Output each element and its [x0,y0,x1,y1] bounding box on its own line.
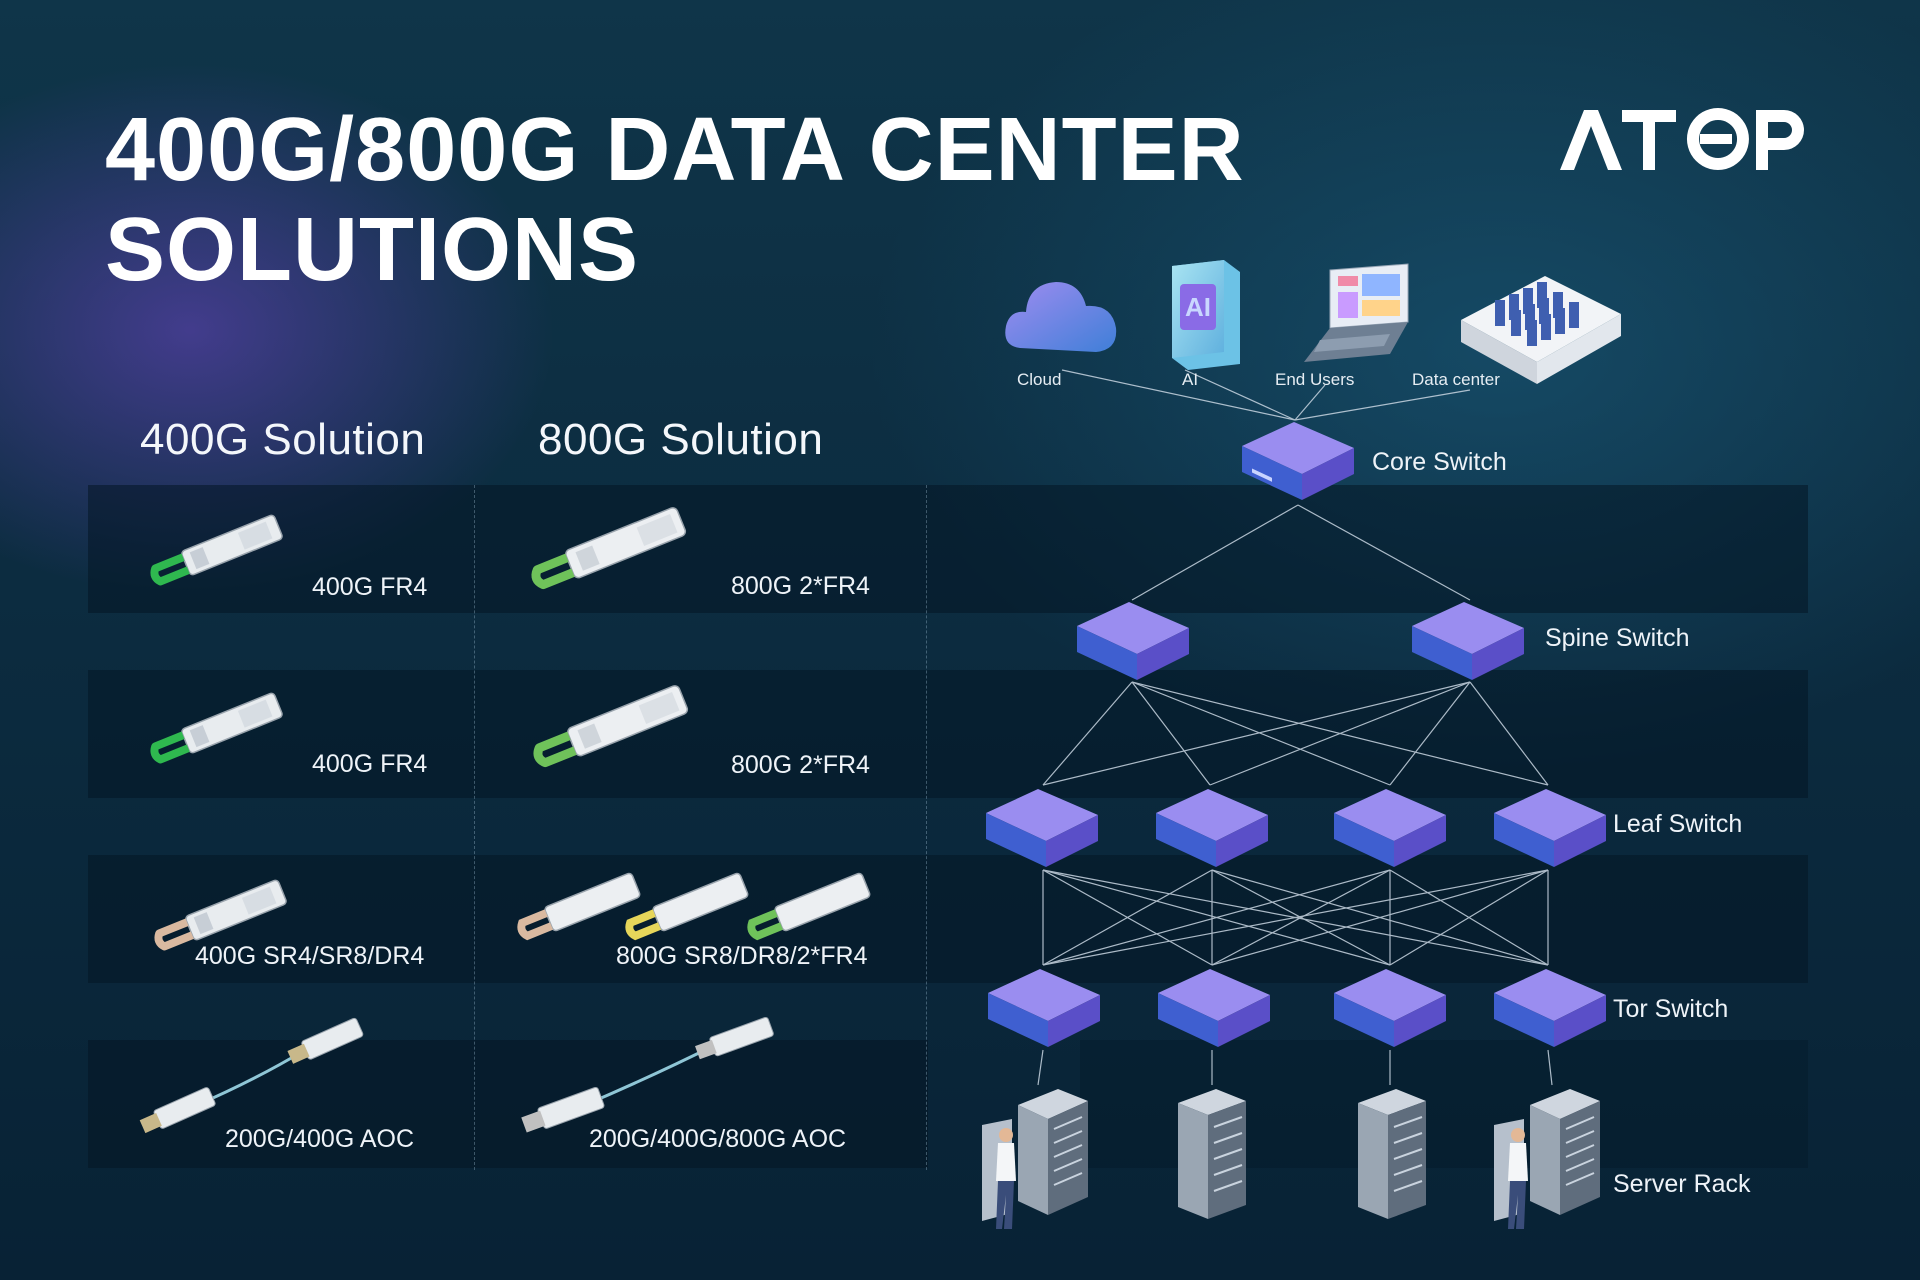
server-rack-with-technician-icon [1494,1089,1600,1229]
leaf-switch-icon [986,789,1098,867]
qsfp-module-icon [154,879,287,951]
product-label-400g-3: 400G SR4/SR8/DR4 [195,942,425,970]
leaf-switch-icon [1494,789,1606,867]
product-label-400g-4: 200G/400G AOC [225,1125,415,1153]
title-line-2: SOLUTIONS [105,200,640,300]
page-title: 400G/800G DATA CENTER SOLUTIONS [105,100,1285,300]
layer-label-core: Core Switch [1372,448,1507,476]
product-label-800g-4: 200G/400G/800G AOC [589,1125,847,1153]
column-header-400g: 400G Solution [140,415,426,464]
cloud-icon [1005,282,1117,352]
leaf-switch-icon [1334,789,1446,867]
osfp-module-icon [531,507,687,590]
server-rack-with-technician-icon [982,1089,1088,1229]
product-label-400g-1: 400G FR4 [312,573,428,601]
category-label-cloud: Cloud [1017,370,1062,389]
osfp-module-icon [747,872,871,941]
layer-label-server-rack: Server Rack [1613,1170,1751,1198]
core-switch-icon [1242,422,1354,500]
aoc-cable-icon [139,1017,364,1134]
tor-switch-icon [1494,969,1606,1047]
datacenter-icon [1461,276,1621,384]
qsfp-module-icon [150,514,283,586]
atop-logo [1560,108,1804,170]
tor-switch-icon [988,969,1100,1047]
row-band-2 [88,670,1808,798]
layer-label-leaf: Leaf Switch [1613,810,1743,838]
ai-chip-icon: AI [1172,260,1240,370]
column-divider-2 [926,485,927,1170]
column-divider-1 [474,485,475,1170]
category-label-data-center: Data center [1412,370,1500,389]
row-band-3 [88,855,1808,983]
layer-label-spine: Spine Switch [1545,624,1690,652]
leaf-switch-icon [1156,789,1268,867]
layer-label-tor: Tor Switch [1613,995,1729,1023]
qsfp-module-icon [150,692,283,764]
title-line-1: 400G/800G DATA CENTER [105,100,1245,200]
category-label-end-users: End Users [1275,370,1355,389]
product-label-400g-2: 400G FR4 [312,750,428,778]
server-rack-icon [1178,1089,1246,1219]
product-label-800g-1: 800G 2*FR4 [731,572,870,600]
osfp-module-icon [533,685,689,768]
product-label-800g-3: 800G SR8/DR8/2*FR4 [616,942,868,970]
spine-switch-icon [1077,602,1189,680]
svg-text:AI: AI [1185,292,1211,322]
spine-switch-icon [1412,602,1524,680]
tor-switch-icon [1334,969,1446,1047]
osfp-module-icon [625,872,749,941]
aoc-cable-icon [521,1016,774,1133]
product-label-800g-2: 800G 2*FR4 [731,751,870,779]
category-label-ai: AI [1182,370,1199,389]
column-header-800g: 800G Solution [538,415,824,464]
laptop-icon [1304,263,1409,362]
osfp-module-icon [517,872,641,941]
row-band-1 [88,485,1808,613]
server-rack-icon [1358,1089,1426,1219]
row-band-4 [88,1040,928,1168]
tor-switch-icon [1158,969,1270,1047]
